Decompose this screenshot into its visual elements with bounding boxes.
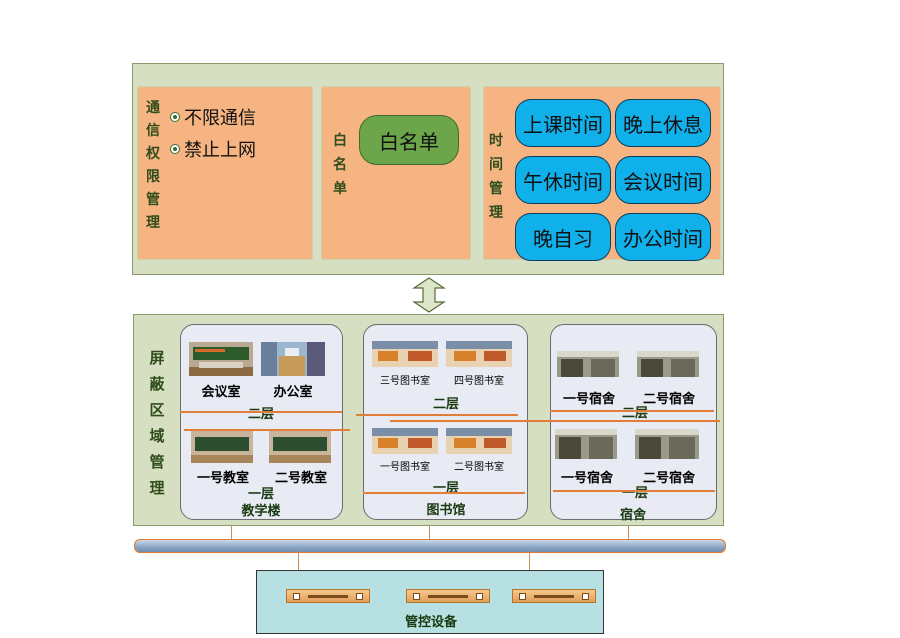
room-dorm-2-upper-label: 二号宿舍 bbox=[642, 392, 695, 407]
connector-line bbox=[429, 526, 430, 540]
room-library-2-label: 二号图书室 bbox=[454, 462, 504, 473]
room-classroom-1-label: 一号教室 bbox=[196, 471, 249, 486]
radio-unlimited-label: 不限通信 bbox=[184, 108, 256, 129]
dorm-lower-floor-label: 一层 bbox=[621, 486, 648, 501]
comm-permission-title: 通信权限管理 bbox=[146, 100, 160, 231]
office-image bbox=[261, 342, 325, 376]
radio-unlimited[interactable]: 不限通信 bbox=[170, 104, 256, 130]
time-management-section: 时间管理 上课时间 晚上休息 午休时间 会议时间 晚自习 办公时间 bbox=[483, 86, 721, 261]
dormitory-card[interactable]: 一号宿舍 二号宿舍 二层 一号宿舍 二号宿舍 一层 宿舍 bbox=[550, 324, 717, 523]
room-dorm-2-lower-label: 二号宿舍 bbox=[642, 471, 695, 486]
classroom-1-image bbox=[191, 431, 253, 463]
library-label: 图书馆 bbox=[426, 503, 466, 518]
floor-divider bbox=[363, 492, 525, 494]
room-meeting-label: 会议室 bbox=[201, 385, 241, 400]
connector-line bbox=[628, 526, 629, 540]
room-library-1-label: 一号图书室 bbox=[380, 462, 430, 473]
room-dorm-1-lower-label: 一号宿舍 bbox=[560, 471, 613, 486]
comm-permission-section: 通信权限管理 不限通信 禁止上网 bbox=[137, 86, 313, 260]
connector-line bbox=[231, 526, 232, 540]
teaching-lower-floor-label: 一层 bbox=[247, 487, 274, 502]
dorm-1-upper-image bbox=[557, 351, 619, 377]
connector-line bbox=[298, 551, 299, 571]
radio-icon bbox=[170, 144, 180, 154]
time-noon-rest-button[interactable]: 午休时间 bbox=[515, 156, 611, 204]
connector-line bbox=[529, 551, 530, 571]
dorm-upper-floor-label: 二层 bbox=[621, 406, 648, 421]
floor-divider bbox=[184, 429, 350, 431]
radio-icon bbox=[170, 112, 180, 122]
library-2-image bbox=[446, 428, 512, 454]
network-bus bbox=[134, 539, 726, 553]
control-device-label: 管控设备 bbox=[404, 615, 457, 630]
time-meeting-button[interactable]: 会议时间 bbox=[615, 156, 711, 204]
floor-divider bbox=[553, 490, 715, 492]
room-dorm-1-upper-label: 一号宿舍 bbox=[562, 392, 615, 407]
floor-divider bbox=[390, 420, 720, 422]
classroom-2-image bbox=[269, 431, 331, 463]
time-night-rest-button[interactable]: 晚上休息 bbox=[615, 99, 711, 147]
floor-divider bbox=[180, 411, 342, 413]
room-classroom-2-label: 二号教室 bbox=[274, 471, 327, 486]
room-library-4-label: 四号图书室 bbox=[454, 376, 504, 387]
control-device-box[interactable]: 管控设备 bbox=[256, 570, 604, 634]
library-4-image bbox=[446, 341, 512, 367]
whitelist-button[interactable]: 白名单 bbox=[359, 115, 459, 165]
dorm-2-lower-image bbox=[635, 429, 699, 459]
dorm-1-lower-image bbox=[555, 429, 617, 459]
radio-no-internet-label: 禁止上网 bbox=[184, 140, 256, 161]
radio-no-internet[interactable]: 禁止上网 bbox=[170, 136, 256, 162]
teaching-building-label: 教学楼 bbox=[241, 504, 281, 519]
time-office-button[interactable]: 办公时间 bbox=[615, 213, 711, 261]
time-management-title: 时间管理 bbox=[489, 133, 503, 221]
double-arrow-icon bbox=[412, 277, 446, 313]
server-icon bbox=[286, 589, 370, 603]
library-1-image bbox=[372, 428, 438, 454]
shield-region-panel: 屏蔽区域管理 会议室 办公室 二层 一号教室 二号教室 一层 教学楼 三号图书室… bbox=[133, 314, 724, 526]
floor-divider bbox=[550, 410, 714, 412]
teaching-upper-floor-label: 二层 bbox=[247, 407, 274, 422]
top-panel: 通信权限管理 不限通信 禁止上网 白名单 白名单 时间管理 上课时间 晚上休息 … bbox=[132, 63, 724, 275]
shield-region-title: 屏蔽区域管理 bbox=[149, 349, 165, 497]
whitelist-title: 白名单 bbox=[333, 133, 347, 197]
floor-divider bbox=[356, 414, 518, 416]
dormitory-label: 宿舍 bbox=[619, 508, 646, 523]
whitelist-section: 白名单 白名单 bbox=[321, 86, 471, 260]
time-class-button[interactable]: 上课时间 bbox=[515, 99, 611, 147]
server-icon bbox=[406, 589, 490, 603]
server-icon bbox=[512, 589, 596, 603]
room-office-label: 办公室 bbox=[273, 385, 313, 400]
teaching-building-card[interactable]: 会议室 办公室 二层 一号教室 二号教室 一层 教学楼 bbox=[180, 324, 343, 520]
library-card[interactable]: 三号图书室 四号图书室 二层 一号图书室 二号图书室 一层 图书馆 bbox=[363, 324, 528, 520]
library-3-image bbox=[372, 341, 438, 367]
meeting-room-image bbox=[189, 342, 253, 376]
dorm-2-upper-image bbox=[637, 351, 699, 377]
room-library-3-label: 三号图书室 bbox=[380, 376, 430, 387]
time-evening-study-button[interactable]: 晚自习 bbox=[515, 213, 611, 261]
library-upper-floor-label: 二层 bbox=[432, 397, 459, 412]
